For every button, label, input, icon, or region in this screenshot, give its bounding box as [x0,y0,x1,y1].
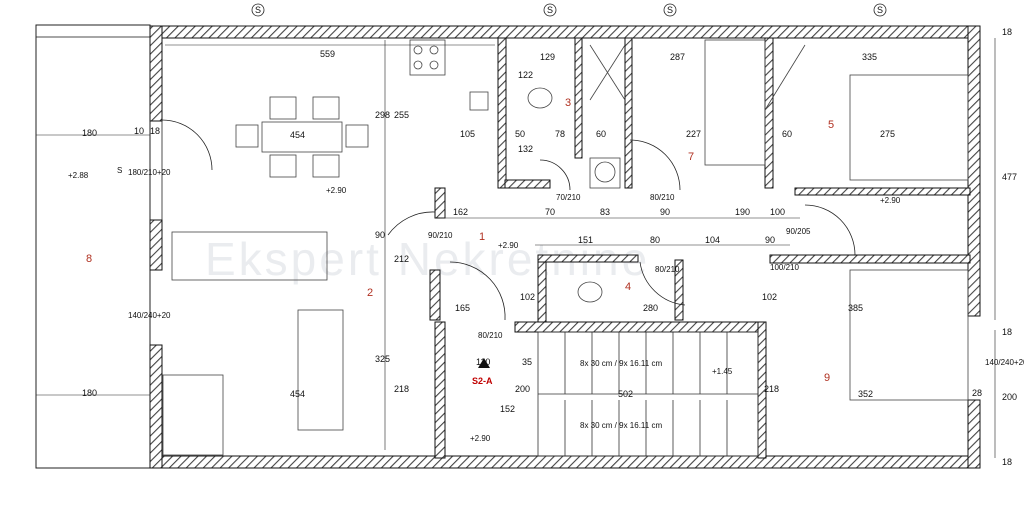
section-mark: S [255,5,261,15]
dim-interior: 100 [770,207,785,217]
dim-interior: 502 [618,389,633,399]
window-spec: 140/240+20 [985,358,1024,367]
dim-interior: 200 [515,384,530,394]
dim-vertical: 325 [375,354,390,364]
door-spec: 80/210 [655,265,680,274]
stair-spec: 8x 30 cm / 9x 16.11 cm [580,421,662,430]
dim-interior: 90 [765,235,775,245]
dim-interior: 190 [735,207,750,217]
elevation: +2.90 [470,434,491,443]
dim-interior: 275 [880,129,895,139]
dim-top: 287 [670,52,685,62]
dim-interior: 122 [518,70,533,80]
room-number: 1 [479,231,485,243]
dim-interior: 60 [596,129,606,139]
dim-interior: 60 [782,129,792,139]
door-spec: 80/210 [478,331,503,340]
terrace [35,24,151,469]
door-spec: 90/205 [786,227,811,236]
dim-top: 129 [540,52,555,62]
door-spec: 90/210 [428,231,453,240]
stair-label: S2-A [472,376,493,386]
dim-interior: 90 [660,207,670,217]
dim-interior: 152 [500,404,515,414]
furniture [162,39,969,456]
dim-interior: 454 [290,389,305,399]
room-number: 8 [86,253,92,265]
window-spec: 140/240+20 [128,311,171,320]
exterior-walls [149,25,981,469]
dim-vertical: 477 [1002,172,1017,182]
dim-interior: 35 [522,357,532,367]
dim-vertical: 28 [972,388,982,398]
dimension-lines [36,38,996,458]
door-spec: 80/210 [650,193,675,202]
door-spec: 70/210 [556,193,581,202]
dim-interior: 104 [705,235,720,245]
dim-top: 559 [320,49,335,59]
staircase [537,331,759,457]
dim-vertical: 218 [394,384,409,394]
room-number: 2 [367,287,373,299]
window-spec: 180/210+20 [128,168,171,177]
dim-interior: 132 [518,144,533,154]
elevation: +2.90 [498,241,519,250]
section-arrow-icon [478,358,490,368]
dim-interior: 78 [555,129,565,139]
dim-interior: 102 [762,292,777,302]
dim-interior: 227 [686,129,701,139]
section-mark: S [667,5,673,15]
dim-top: 335 [862,52,877,62]
dim-interior: 352 [858,389,873,399]
section-markers [251,3,887,17]
section-mark: S [547,5,553,15]
room-number: 3 [565,97,571,109]
openings [161,25,915,321]
interior-walls [429,37,971,459]
dim-interior: 280 [643,303,658,313]
elevation: +2.90 [880,196,901,205]
dim-terrace: 180 [82,128,97,138]
dim-vertical: 90 [375,230,385,240]
dim-terrace: 180 [82,388,97,398]
dim-interior: 102 [520,292,535,302]
dim-vertical: 255 [394,110,409,120]
elevation: +2.88 [68,171,89,180]
stair-spec: 8x 30 cm / 9x 16.11 cm [580,359,662,368]
room-number: 9 [824,372,830,384]
dim-interior: 80 [650,235,660,245]
section-mark: S [877,5,883,15]
dim-interior: 70 [545,207,555,217]
room-number: 4 [625,281,631,293]
dim-interior: 385 [848,303,863,313]
dim-interior: 151 [578,235,593,245]
dim-vertical: 298 [375,110,390,120]
marker: S [117,166,122,175]
dim-terrace: 18 [150,126,160,136]
dim-vertical: 18 [1002,457,1012,467]
dim-interior: 165 [455,303,470,313]
dim-vertical: 212 [394,254,409,264]
door-spec: 100/210 [770,263,799,272]
dim-interior: 162 [453,207,468,217]
room-number: 7 [688,151,694,163]
room-number: 5 [828,119,834,131]
dim-vertical: 18 [1002,27,1012,37]
dim-interior: 83 [600,207,610,217]
dim-terrace: 10 [134,126,144,136]
dim-vertical: 218 [764,384,779,394]
dim-interior: 105 [460,129,475,139]
dim-vertical: 200 [1002,392,1017,402]
dim-interior: 454 [290,130,305,140]
elevation: +2.90 [326,186,347,195]
elevation: +1.45 [712,367,733,376]
dim-vertical: 18 [1002,327,1012,337]
dim-interior: 50 [515,129,525,139]
